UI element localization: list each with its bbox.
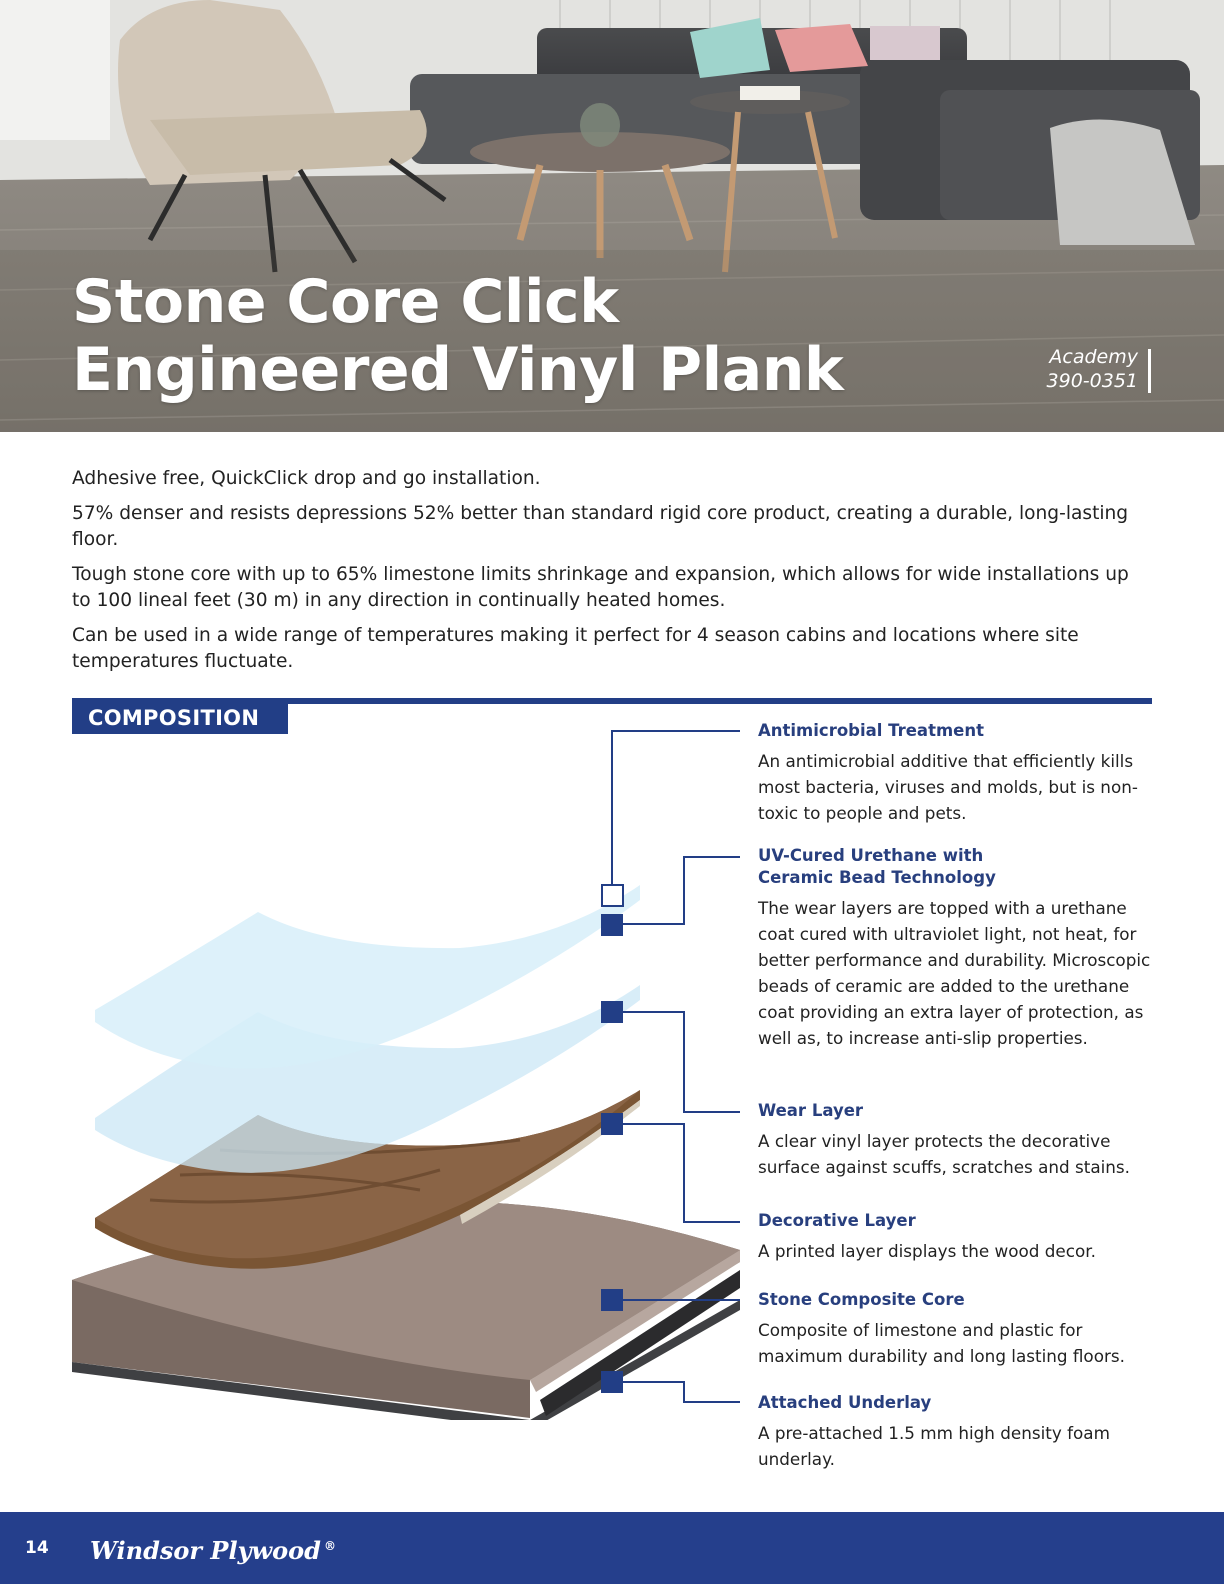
layer-stone-core: Stone Composite Core Composite of limest…	[758, 1289, 1158, 1369]
page-number: 14	[25, 1538, 49, 1558]
marker-stone-core	[601, 1289, 623, 1311]
layer-diagram	[72, 730, 740, 1420]
uv-layer-illustration	[95, 885, 640, 1069]
layer-description: An antimicrobial additive that efficient…	[758, 751, 1138, 823]
layer-description: The wear layers are topped with a uretha…	[758, 898, 1151, 1048]
page-title: Stone Core Click Engineered Vinyl Plank	[72, 267, 844, 405]
brand-logo: Windsor Plywood®	[90, 1512, 336, 1585]
layer-title: Attached Underlay	[758, 1393, 932, 1412]
layer-underlay: Attached Underlay A pre-attached 1.5 mm …	[758, 1392, 1158, 1472]
trademark-symbol: ®	[323, 1539, 336, 1553]
layer-description: A printed layer displays the wood decor.	[758, 1241, 1096, 1261]
layer-decorative: Decorative Layer A printed layer display…	[758, 1210, 1158, 1264]
layer-title-line-2: Ceramic Bead Technology	[758, 868, 996, 887]
layer-description: A pre-attached 1.5 mm high density foam …	[758, 1423, 1110, 1469]
page-title-line-2: Engineered Vinyl Plank	[72, 335, 844, 405]
layer-description: A clear vinyl layer protects the decorat…	[758, 1131, 1130, 1177]
composition-rule	[72, 698, 1152, 704]
layer-title: UV-Cured Urethane with Ceramic Bead Tech…	[758, 845, 1158, 889]
living-room-photo	[0, 0, 1224, 432]
product-code: 390-0351	[1046, 370, 1138, 392]
brand-name: Windsor Plywood	[90, 1536, 321, 1565]
layer-description: Composite of limestone and plastic for m…	[758, 1320, 1125, 1366]
product-tag: Academy 390-0351	[1047, 345, 1138, 393]
marker-decorative-layer	[601, 1113, 623, 1135]
page-footer: 14 Windsor Plywood®	[0, 1512, 1224, 1584]
intro-paragraph: Adhesive free, QuickClick drop and go in…	[72, 468, 541, 489]
layer-title: Stone Composite Core	[758, 1290, 965, 1309]
layer-title: Wear Layer	[758, 1101, 864, 1120]
product-name: Academy	[1049, 346, 1138, 368]
marker-antimicrobial	[601, 884, 624, 907]
layer-title-line-1: UV-Cured Urethane with	[758, 846, 984, 865]
layer-title: Decorative Layer	[758, 1211, 916, 1230]
intro-text: Adhesive free, QuickClick drop and go in…	[72, 466, 1152, 684]
marker-wear-layer	[601, 1001, 623, 1023]
product-tag-divider	[1148, 349, 1151, 393]
layer-wear: Wear Layer A clear vinyl layer protects …	[758, 1100, 1158, 1180]
layer-antimicrobial: Antimicrobial Treatment An antimicrobial…	[758, 720, 1158, 826]
marker-underlay	[601, 1371, 623, 1393]
intro-paragraph: Can be used in a wide range of temperatu…	[72, 625, 1079, 672]
intro-paragraph: Tough stone core with up to 65% limeston…	[72, 564, 1129, 611]
hero-banner: Stone Core Click Engineered Vinyl Plank …	[0, 0, 1224, 432]
layer-title: Antimicrobial Treatment	[758, 721, 984, 740]
intro-paragraph: 57% denser and resists depressions 52% b…	[72, 503, 1129, 550]
composition-heading: COMPOSITION	[72, 702, 288, 734]
marker-uv-cured	[601, 914, 623, 936]
page-title-line-1: Stone Core Click	[72, 267, 619, 337]
layer-uv-cured-urethane: UV-Cured Urethane with Ceramic Bead Tech…	[758, 845, 1158, 1051]
